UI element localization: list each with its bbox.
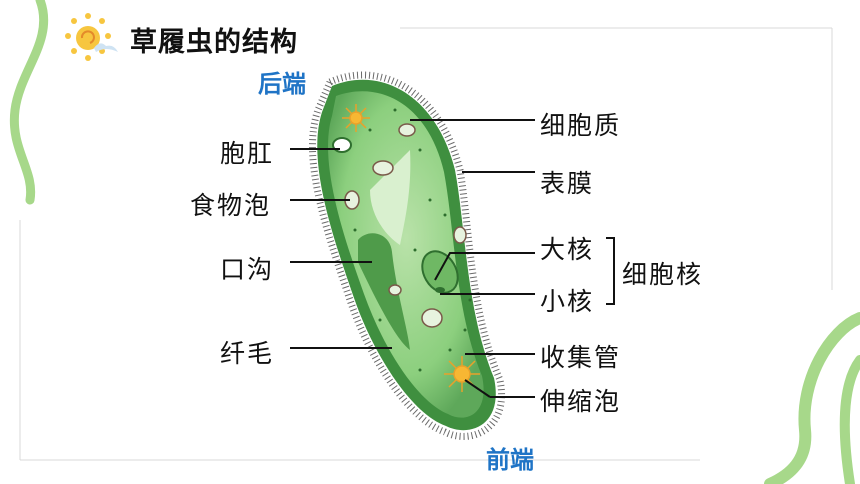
- label-macronucleus: 大核: [540, 235, 595, 264]
- label-oral-groove: 口沟: [220, 255, 275, 284]
- micronucleus-shape: [435, 287, 445, 293]
- label-cytoplasm: 细胞质: [540, 111, 622, 140]
- nucleus-bracket: [606, 237, 615, 305]
- page-title: 草履虫的结构: [130, 27, 298, 58]
- leader-contractile-vacuole: [464, 379, 491, 398]
- upper-contractile-vacuole-shape: [342, 104, 370, 132]
- posterior-end-label: 后端: [258, 70, 306, 98]
- label-micronucleus: 小核: [540, 287, 595, 316]
- label-cell-membrane: 表膜: [540, 169, 595, 198]
- label-cilia: 纤毛: [220, 339, 275, 368]
- label-food-vacuole: 食物泡: [190, 191, 272, 220]
- label-anal-pore: 胞肛: [220, 139, 275, 168]
- label-contractile-vacuole: 伸缩泡: [540, 387, 622, 416]
- anterior-end-label: 前端: [486, 446, 534, 474]
- label-nucleus: 细胞核: [622, 260, 704, 289]
- leader-macronucleus: [434, 252, 535, 281]
- label-collecting-canal: 收集管: [540, 343, 622, 372]
- sun-icon: [65, 13, 118, 61]
